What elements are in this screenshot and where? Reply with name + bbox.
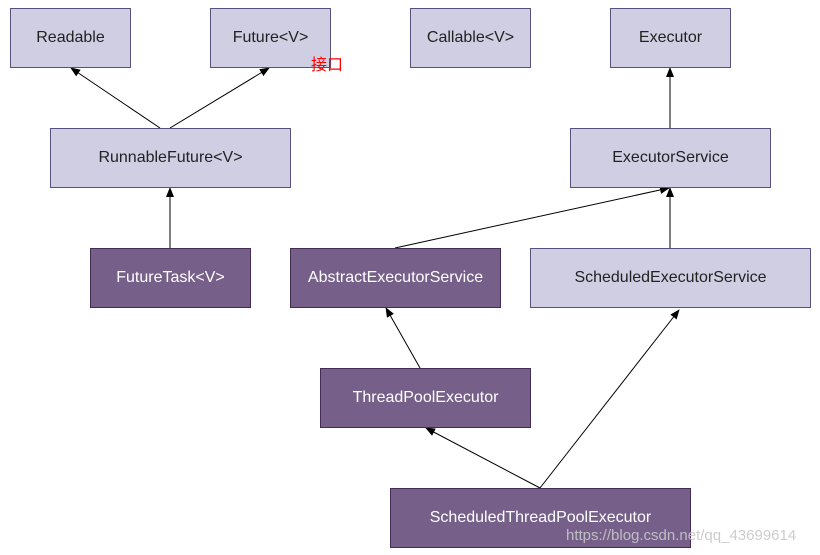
- node-callable: Callable<V>: [410, 8, 531, 68]
- node-abstract-executor-service: AbstractExecutorService: [290, 248, 501, 308]
- node-future-task: FutureTask<V>: [90, 248, 251, 308]
- arrow-runnablefuture-readable: [70, 67, 161, 129]
- arrow-stpe-scheduledes: [539, 309, 680, 489]
- arrow-abstract-executorservice: [394, 186, 670, 249]
- node-scheduled-executor-service: ScheduledExecutorService: [530, 248, 811, 308]
- node-executor: Executor: [610, 8, 731, 68]
- node-runnable-future: RunnableFuture<V>: [50, 128, 291, 188]
- node-executor-service: ExecutorService: [570, 128, 771, 188]
- arrow-threadpool-abstract: [385, 307, 421, 369]
- interface-annotation: 接口: [311, 55, 344, 74]
- node-future: Future<V>: [210, 8, 331, 68]
- node-thread-pool-executor: ThreadPoolExecutor: [320, 368, 531, 428]
- node-readable: Readable: [10, 8, 131, 68]
- arrow-runnablefuture-future: [169, 67, 270, 129]
- arrow-stpe-threadpool: [425, 427, 541, 489]
- node-scheduled-thread-pool-executor: ScheduledThreadPoolExecutor: [390, 488, 691, 548]
- watermark: https://blog.csdn.net/qq_43699614: [566, 527, 797, 544]
